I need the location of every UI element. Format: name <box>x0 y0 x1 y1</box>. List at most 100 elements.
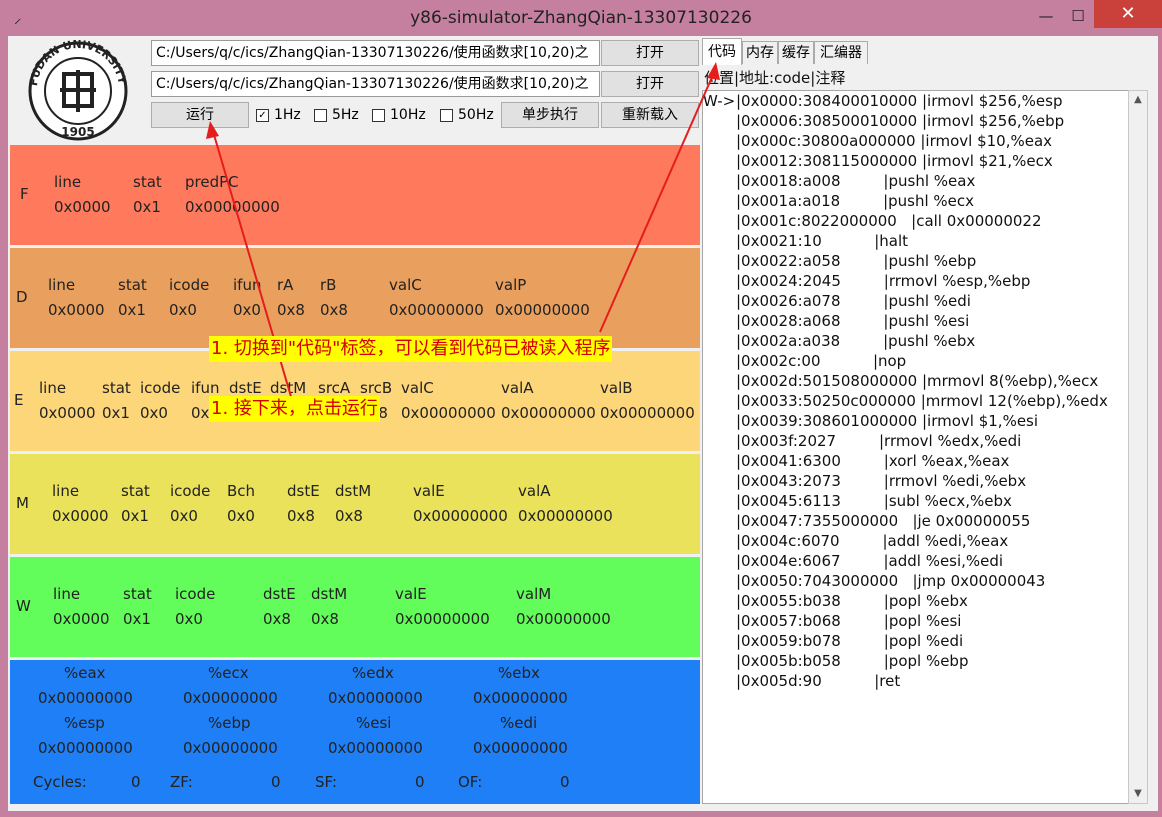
freq-50hz-option[interactable]: 50Hz <box>440 105 494 125</box>
code-line[interactable]: |0x0028:a068 |pushl %esi <box>736 312 970 330</box>
checkbox-icon[interactable]: ✓ <box>256 108 269 122</box>
reload-button[interactable]: 重新载入 <box>601 102 699 128</box>
tab-cache[interactable]: 缓存 <box>778 41 814 64</box>
stage-field-value: 0x1 <box>121 507 149 525</box>
code-line[interactable]: |0x005b:b058 |popl %ebp <box>736 652 969 670</box>
code-line[interactable]: |0x003f:2027 |rrmovl %edx,%edi <box>736 432 1022 450</box>
code-line[interactable]: |0x001a:a018 |pushl %ecx <box>736 192 975 210</box>
stage-field-value: 0x00000000 <box>389 301 484 319</box>
stage-field-value: 0x00000000 <box>495 301 590 319</box>
tab-code[interactable]: 代码 <box>702 38 742 65</box>
writeback-stage-panel <box>10 557 700 657</box>
reg-name: %ebp <box>208 714 251 732</box>
stage-letter: F <box>20 185 29 203</box>
program-path-field-1[interactable]: C:/Users/q/c/ics/ZhangQian-13307130226/使… <box>151 40 600 66</box>
stage-field-header: ifun <box>233 276 262 294</box>
code-line[interactable]: |0x004e:6067 |addl %esi,%edi <box>736 552 1004 570</box>
stage-letter: M <box>16 494 29 512</box>
close-button[interactable]: ✕ <box>1094 0 1162 28</box>
open-button-1[interactable]: 打开 <box>601 40 699 66</box>
stage-field-value: 0x1 <box>133 198 161 216</box>
code-scrollbar[interactable]: ▲ ▼ <box>1128 90 1148 804</box>
reg-name: %edi <box>500 714 538 732</box>
annotation-run: 1. 接下来，点击运行 <box>209 396 380 422</box>
code-line[interactable]: |0x0057:b068 |popl %esi <box>736 612 962 630</box>
maximize-button[interactable]: ☐ <box>1071 7 1085 25</box>
stage-field-value: 0x0 <box>170 507 198 525</box>
code-line[interactable]: |0x0018:a008 |pushl %eax <box>736 172 976 190</box>
tab-assembler[interactable]: 汇编器 <box>814 41 868 64</box>
code-line[interactable]: |0x0022:a058 |pushl %ebp <box>736 252 977 270</box>
stage-letter: W <box>16 597 31 615</box>
pipeline-pointer: W-> <box>703 92 736 110</box>
app-icon: ⸝ <box>14 9 22 27</box>
code-line[interactable]: |0x0024:2045 |rrmovl %esp,%ebp <box>736 272 1031 290</box>
code-line[interactable]: |0x002d:501508000000 |mrmovl 8(%ebp),%ec… <box>736 372 1099 390</box>
code-line[interactable]: |0x0050:7043000000 |jmp 0x00000043 <box>736 572 1046 590</box>
decode-stage-panel <box>10 248 700 348</box>
code-line[interactable]: |0x0012:308115000000 |irmovl $21,%ecx <box>736 152 1053 170</box>
stage-field-header: dstM <box>335 482 372 500</box>
stage-field-header: stat <box>133 173 162 191</box>
stage-field-header: predPC <box>185 173 239 191</box>
code-line[interactable]: |0x001c:8022000000 |call 0x00000022 <box>736 212 1042 230</box>
reg-value: 0x00000000 <box>473 739 568 757</box>
scroll-up-icon[interactable]: ▲ <box>1134 94 1142 105</box>
freq-10hz-option[interactable]: 10Hz <box>372 105 426 125</box>
stage-field-value: 0x00000000 <box>395 610 490 628</box>
code-line[interactable]: |0x004c:6070 |addl %edi,%eax <box>736 532 1009 550</box>
stage-field-header: stat <box>123 585 152 603</box>
step-button[interactable]: 单步执行 <box>501 102 599 128</box>
code-line[interactable]: |0x000c:30800a000000 |irmovl $10,%eax <box>736 132 1053 150</box>
program-path-field-2[interactable]: C:/Users/q/c/ics/ZhangQian-13307130226/使… <box>151 71 600 97</box>
code-line[interactable]: |0x0021:10 |halt <box>736 232 909 250</box>
stage-field-value: 0x1 <box>118 301 146 319</box>
stage-field-header: rB <box>320 276 337 294</box>
stage-field-header: valM <box>516 585 552 603</box>
open-button-2[interactable]: 打开 <box>601 71 699 97</box>
freq-5hz-option[interactable]: 5Hz <box>314 105 359 125</box>
stage-letter: E <box>14 391 24 409</box>
stage-field-header: icode <box>140 379 181 397</box>
minimize-button[interactable]: — <box>1038 7 1054 25</box>
code-line[interactable]: |0x0055:b038 |popl %ebx <box>736 592 968 610</box>
freq-label: 50Hz <box>458 107 494 123</box>
code-line[interactable]: |0x0041:6300 |xorl %eax,%eax <box>736 452 1010 470</box>
run-button[interactable]: 运行 <box>151 102 249 128</box>
reg-value: 0x00000000 <box>328 689 423 707</box>
tab-memory[interactable]: 内存 <box>742 41 778 64</box>
freq-1hz-option[interactable]: ✓1Hz <box>256 105 301 125</box>
stage-field-value: 0x8 <box>277 301 305 319</box>
checkbox-icon[interactable] <box>440 108 453 122</box>
code-line[interactable]: |0x0059:b078 |popl %edi <box>736 632 964 650</box>
code-line[interactable]: |0x002a:a038 |pushl %ebx <box>736 332 976 350</box>
code-line[interactable]: |0x0033:50250c000000 |mrmovl 12(%ebp),%e… <box>736 392 1108 410</box>
stage-field-header: icode <box>170 482 211 500</box>
code-line[interactable]: |0x005d:90 |ret <box>736 672 901 690</box>
reg-name: %ebx <box>498 664 540 682</box>
code-line[interactable]: |0x002c:00 |nop <box>736 352 907 370</box>
stage-field-header: stat <box>118 276 147 294</box>
stage-field-value: 0x8 <box>320 301 348 319</box>
code-line[interactable]: |0x0043:2073 |rrmovl %edi,%ebx <box>736 472 1027 490</box>
checkbox-icon[interactable] <box>372 108 385 122</box>
registers-panel <box>10 660 700 804</box>
sf-label: SF: <box>315 773 338 791</box>
stage-field-header: srcB <box>360 379 393 397</box>
reg-name: %ecx <box>208 664 249 682</box>
code-line[interactable]: |0x0000:308400010000 |irmovl $256,%esp <box>736 92 1063 110</box>
code-line[interactable]: |0x0047:7355000000 |je 0x00000055 <box>736 512 1031 530</box>
code-line[interactable]: |0x0039:308601000000 |irmovl $1,%esi <box>736 412 1039 430</box>
code-line[interactable]: |0x0026:a078 |pushl %edi <box>736 292 971 310</box>
scroll-down-icon[interactable]: ▼ <box>1134 788 1142 799</box>
stage-field-value: 0x0 <box>227 507 255 525</box>
stage-field-value: 0x1 <box>102 404 130 422</box>
memory-stage-panel <box>10 454 700 554</box>
annotation-code-tab: 1. 切换到"代码"标签，可以看到代码已被读入程序 <box>209 336 613 362</box>
stage-field-value: 0x8 <box>263 610 291 628</box>
checkbox-icon[interactable] <box>314 108 327 122</box>
stage-field-header: rA <box>277 276 294 294</box>
code-line[interactable]: |0x0045:6113 |subl %ecx,%ebx <box>736 492 1012 510</box>
code-list[interactable]: W-> |0x0000:308400010000 |irmovl $256,%e… <box>702 90 1130 804</box>
code-line[interactable]: |0x0006:308500010000 |irmovl $256,%ebp <box>736 112 1065 130</box>
